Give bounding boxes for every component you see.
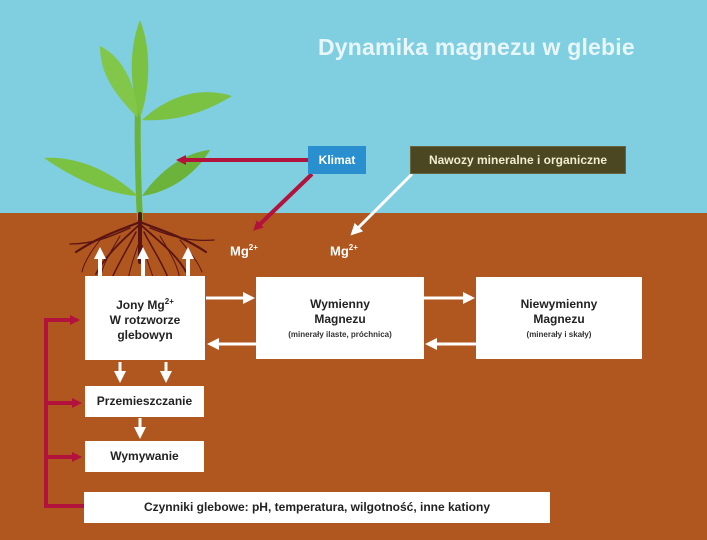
fertilizers-label: Nawozy mineralne i organiczne xyxy=(410,146,626,174)
sky-background xyxy=(0,0,707,213)
box-soil-solution-ions: Jony Mg2+ W rotzworze glebowyn xyxy=(85,276,205,360)
box-exchangeable-magnesium: Wymienny Magnezu (minerały ilaste, próch… xyxy=(256,277,424,359)
mg-ion-label-climate: Mg2+ xyxy=(230,243,258,259)
box-movement: Przemieszczanie xyxy=(85,386,204,417)
mg-ion-label-fertilizer: Mg2+ xyxy=(330,243,358,259)
arrow-icon xyxy=(44,315,84,508)
arrow-icon xyxy=(350,172,414,236)
climate-label: Klimat xyxy=(308,146,366,174)
arrow-icon xyxy=(253,172,314,231)
diagram-title: Dynamika magnezu w glebie xyxy=(318,34,635,60)
box-non-exchangeable-magnesium: Niewymienny Magnezu (minerały i skały) xyxy=(476,277,642,359)
box-soil-factors: Czynniki glebowe: pH, temperatura, wilgo… xyxy=(84,492,550,523)
box-leaching: Wymywanie xyxy=(85,441,204,472)
